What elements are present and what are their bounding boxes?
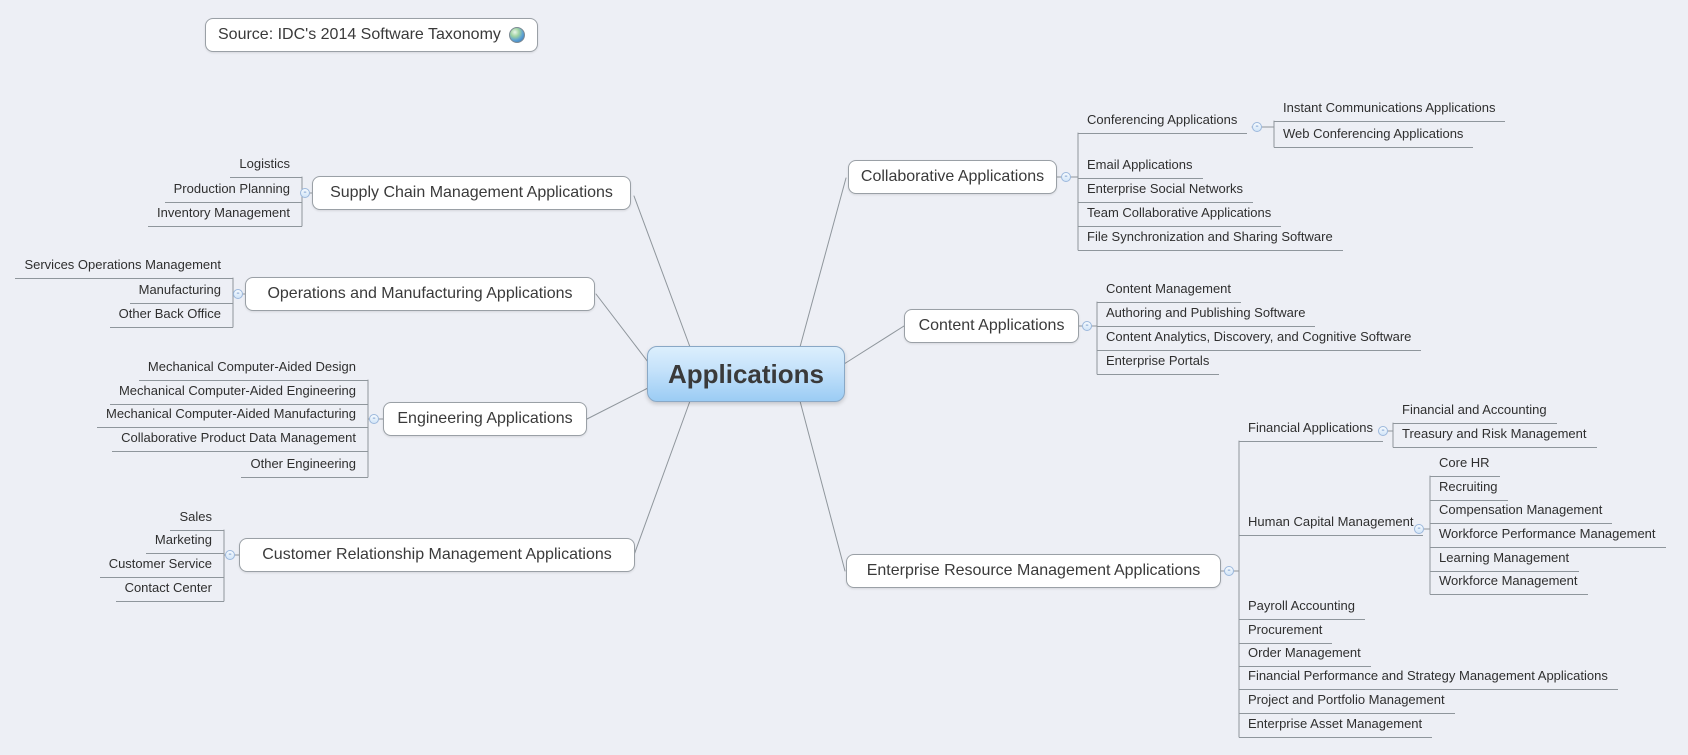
subtopic-marketing[interactable]: Marketing [145, 529, 224, 554]
subtopic-email-applications[interactable]: Email Applications [1078, 154, 1203, 179]
subtopic-instant-communications-applications[interactable]: Instant Communications Applications [1274, 97, 1506, 122]
subtopic-content-management[interactable]: Content Management [1097, 278, 1242, 303]
subtopic-learning-management[interactable]: Learning Management [1430, 547, 1580, 572]
subtopic-conferencing-applications[interactable]: Conferencing Applications [1078, 109, 1248, 134]
subtopic-other-engineering[interactable]: Other Engineering [241, 453, 368, 478]
collapse-icon-financial-applications[interactable] [1378, 426, 1388, 436]
subtopic-team-collaborative-applications[interactable]: Team Collaborative Applications [1078, 202, 1282, 227]
subtopic-inventory-management[interactable]: Inventory Management [148, 202, 302, 227]
subtopic-financial-performance-and-strategy-management-applications[interactable]: Financial Performance and Strategy Manag… [1239, 665, 1618, 690]
collapse-icon-collaborative[interactable] [1061, 172, 1071, 182]
globe-icon [508, 27, 525, 43]
subtopic-order-management[interactable]: Order Management [1239, 642, 1371, 667]
subtopic-mechanical-computer-aided-manufacturing[interactable]: Mechanical Computer-Aided Manufacturing [96, 403, 368, 428]
subtopic-content-analytics-discovery-and-cognitive-software[interactable]: Content Analytics, Discovery, and Cognit… [1097, 326, 1422, 351]
subtopic-file-synchronization-and-sharing-software[interactable]: File Synchronization and Sharing Softwar… [1078, 226, 1343, 251]
topic-engineering-applications[interactable]: Engineering Applications [383, 402, 587, 436]
subtopic-financial-and-accounting[interactable]: Financial and Accounting [1393, 399, 1557, 424]
subtopic-authoring-and-publishing-software[interactable]: Authoring and Publishing Software [1097, 302, 1316, 327]
subtopic-mechanical-computer-aided-engineering[interactable]: Mechanical Computer-Aided Engineering [109, 380, 368, 405]
subtopic-contact-center[interactable]: Contact Center [115, 577, 224, 602]
subtopic-web-conferencing-applications[interactable]: Web Conferencing Applications [1274, 123, 1474, 148]
subtopic-customer-service[interactable]: Customer Service [99, 553, 224, 578]
subtopic-production-planning[interactable]: Production Planning [164, 178, 302, 203]
root-topic-applications[interactable]: Applications [647, 346, 845, 402]
subtopic-sales[interactable]: Sales [170, 506, 224, 531]
subtopic-enterprise-asset-management[interactable]: Enterprise Asset Management [1239, 713, 1433, 738]
collapse-icon-conferencing[interactable] [1252, 122, 1262, 132]
collapse-icon-crm[interactable] [225, 550, 235, 560]
subtopic-enterprise-portals[interactable]: Enterprise Portals [1097, 350, 1220, 375]
topic-content-applications[interactable]: Content Applications [904, 309, 1079, 343]
subtopic-procurement[interactable]: Procurement [1239, 619, 1333, 644]
subtopic-treasury-and-risk-management[interactable]: Treasury and Risk Management [1393, 423, 1597, 448]
topic-enterprise-resource-management-applications[interactable]: Enterprise Resource Management Applicati… [846, 554, 1221, 588]
subtopic-manufacturing[interactable]: Manufacturing [129, 279, 233, 304]
subtopic-other-back-office[interactable]: Other Back Office [109, 303, 233, 328]
collapse-icon-human-capital-management[interactable] [1414, 524, 1424, 534]
subtopic-collaborative-product-data-management[interactable]: Collaborative Product Data Management [112, 427, 368, 452]
topic-operations-and-manufacturing-applications[interactable]: Operations and Manufacturing Application… [245, 277, 595, 311]
subtopic-financial-applications[interactable]: Financial Applications [1239, 417, 1384, 442]
collapse-icon-scm[interactable] [300, 188, 310, 198]
collapse-icon-engineering[interactable] [369, 414, 379, 424]
subtopic-mechanical-computer-aided-design[interactable]: Mechanical Computer-Aided Design [138, 356, 368, 381]
collapse-icon-oma[interactable] [233, 289, 243, 299]
collapse-icon-erm[interactable] [1224, 566, 1234, 576]
subtopic-core-hr[interactable]: Core HR [1430, 452, 1500, 477]
subtopic-compensation-management[interactable]: Compensation Management [1430, 499, 1613, 524]
collapse-icon-content[interactable] [1082, 321, 1092, 331]
subtopic-workforce-performance-management[interactable]: Workforce Performance Management [1430, 523, 1666, 548]
topic-supply-chain-management-applications[interactable]: Supply Chain Management Applications [312, 176, 631, 210]
subtopic-enterprise-social-networks[interactable]: Enterprise Social Networks [1078, 178, 1254, 203]
topic-collaborative-applications[interactable]: Collaborative Applications [848, 160, 1057, 194]
subtopic-payroll-accounting[interactable]: Payroll Accounting [1239, 595, 1365, 620]
subtopic-project-and-portfolio-management[interactable]: Project and Portfolio Management [1239, 689, 1455, 714]
source-note[interactable]: Source: IDC's 2014 Software Taxonomy [205, 18, 538, 52]
subtopic-workforce-management[interactable]: Workforce Management [1430, 570, 1588, 595]
source-note-label: Source: IDC's 2014 Software Taxonomy [218, 26, 501, 43]
topic-customer-relationship-management-applications[interactable]: Customer Relationship Management Applica… [239, 538, 635, 572]
subtopic-recruiting[interactable]: Recruiting [1430, 476, 1508, 501]
subtopic-human-capital-management[interactable]: Human Capital Management [1239, 511, 1424, 536]
subtopic-logistics[interactable]: Logistics [230, 153, 302, 178]
subtopic-services-operations-management[interactable]: Services Operations Management [15, 254, 233, 279]
